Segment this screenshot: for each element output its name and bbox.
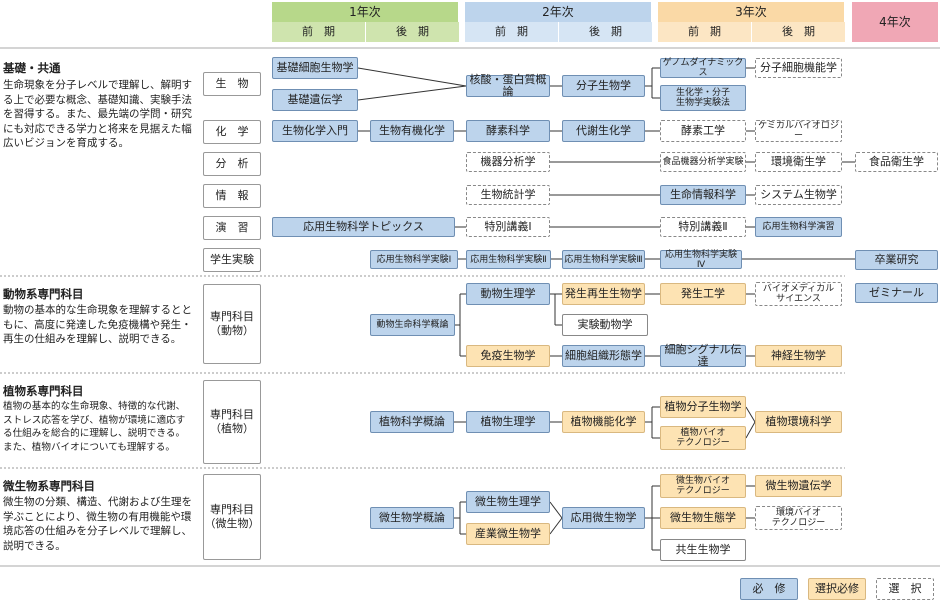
year3-second-half: 後 期 (751, 22, 845, 42)
course-box[interactable]: 食品衛生学 (855, 152, 938, 172)
course-box[interactable]: 応用生物科学トピックス (272, 217, 455, 237)
course-box[interactable]: 植物機能化学 (562, 411, 645, 433)
course-box[interactable]: 植物科学概論 (370, 411, 454, 433)
legend-elective-required: 選択必修 (808, 578, 866, 600)
course-box[interactable]: 共生生物学 (660, 539, 746, 561)
course-box[interactable]: 植物生理学 (466, 411, 550, 433)
course-box[interactable]: 微生物バイオ テクノロジー (660, 474, 746, 498)
course-box[interactable]: 環境衛生学 (755, 152, 842, 172)
category-biology: 生 物 (203, 72, 261, 96)
course-box[interactable]: 発生工学 (660, 283, 746, 305)
plant-section-desc: 植物の基本的な生命現象、特徴的な代謝、ストレス応答を学び、植物が環境に適応する仕… (3, 401, 186, 453)
course-box[interactable]: 分子生物学 (562, 75, 645, 97)
animal-section-title: 動物系専門科目 (3, 287, 84, 301)
category-animal: 専門科目 （動物） (203, 284, 261, 364)
legend-elective: 選 択 (876, 578, 934, 600)
course-box[interactable]: 植物分子生物学 (660, 396, 746, 418)
category-microbe: 専門科目 （微生物） (203, 474, 261, 560)
course-box[interactable]: バイオメディカル サイエンス (755, 282, 842, 306)
course-box[interactable]: ゼミナール (855, 283, 938, 303)
course-box[interactable]: 核酸・蛋白質概論 (466, 74, 550, 98)
year2-first-half: 前 期 (465, 22, 558, 42)
course-box[interactable]: 酵素工学 (660, 120, 746, 142)
course-box[interactable]: 特別講義Ⅰ (466, 217, 550, 237)
course-box[interactable]: 応用生物科学実験Ⅲ (562, 250, 645, 269)
course-box[interactable]: システム生物学 (755, 185, 842, 205)
plant-section-title: 植物系専門科目 (3, 384, 84, 398)
legend-required: 必 修 (740, 578, 798, 600)
course-box[interactable]: 応用微生物学 (562, 507, 645, 529)
course-box[interactable]: 免疫生物学 (466, 345, 550, 367)
course-box[interactable]: ケミカルバイオロジー (755, 120, 842, 142)
course-box[interactable]: 植物環境科学 (755, 411, 842, 433)
course-box[interactable]: 微生物生理学 (466, 491, 550, 513)
year2-second-half: 後 期 (558, 22, 652, 42)
course-box[interactable]: 動物生命科学概論 (370, 314, 455, 336)
year1-first-half: 前 期 (272, 22, 365, 42)
course-box[interactable]: 応用生物科学演習 (755, 217, 842, 237)
animal-section-desc: 動物の基本的な生命現象を理解するとともに、高度に発達した免疫機構や発生・再生の仕… (3, 304, 192, 345)
category-exercise: 演 習 (203, 216, 261, 240)
basic-section-desc: 生命現象を分子レベルで理解し、解明する上で必要な概念、基礎知識、実験手法を習得す… (3, 79, 192, 149)
course-box[interactable]: 特別講義Ⅱ (660, 217, 746, 237)
course-box[interactable]: 発生再生生物学 (562, 283, 645, 305)
year4-header: 4年次 (852, 2, 938, 42)
year2-header: 2年次 前 期 後 期 (465, 2, 652, 42)
microbe-section-desc: 微生物の分類、構造、代謝および生理を学ぶことにより、微生物の有用機能や環境応答の… (3, 496, 192, 552)
course-box[interactable]: 微生物学概論 (370, 507, 454, 529)
course-box[interactable]: 生物有機化学 (370, 120, 454, 142)
course-box[interactable]: 応用生物科学実験Ⅳ (660, 250, 742, 270)
course-box[interactable]: 基礎遺伝学 (272, 89, 358, 111)
course-box[interactable]: 機器分析学 (466, 152, 550, 172)
course-box[interactable]: 動物生理学 (466, 283, 550, 305)
course-box[interactable]: 細胞組織形態学 (562, 345, 645, 367)
course-box[interactable]: 植物バイオ テクノロジー (660, 426, 746, 450)
course-box[interactable]: 産業微生物学 (466, 523, 550, 545)
year2-label: 2年次 (542, 5, 574, 19)
year3-label: 3年次 (735, 5, 767, 19)
course-box[interactable]: 分子細胞機能学 (755, 58, 842, 78)
course-box[interactable]: 神経生物学 (755, 345, 842, 367)
category-info: 情 報 (203, 184, 261, 208)
course-box[interactable]: 応用生物科学実験Ⅱ (466, 250, 551, 269)
course-box[interactable]: 細胞シグナル伝達 (660, 344, 746, 368)
course-box[interactable]: ゲノムダイナミックス (660, 58, 746, 78)
course-box[interactable]: 基礎細胞生物学 (272, 57, 358, 79)
year1-header: 1年次 前 期 後 期 (272, 2, 459, 42)
course-box[interactable]: 生物統計学 (466, 185, 550, 205)
course-box[interactable]: 環境バイオ テクノロジー (755, 506, 842, 530)
course-box[interactable]: 微生物生態学 (660, 507, 746, 529)
category-analysis: 分 析 (203, 152, 261, 176)
year1-second-half: 後 期 (365, 22, 459, 42)
year1-label: 1年次 (349, 5, 381, 19)
year4-label: 4年次 (879, 15, 911, 29)
course-box[interactable]: 卒業研究 (855, 250, 938, 270)
course-box[interactable]: 代謝生化学 (562, 120, 645, 142)
year3-first-half: 前 期 (658, 22, 751, 42)
course-box[interactable]: 微生物遺伝学 (755, 475, 842, 497)
category-experiment: 学生実験 (203, 248, 261, 272)
year3-header: 3年次 前 期 後 期 (658, 2, 845, 42)
course-box[interactable]: 生命情報科学 (660, 185, 746, 205)
course-box[interactable]: 応用生物科学実験Ⅰ (370, 250, 458, 269)
category-chemistry: 化 学 (203, 120, 261, 144)
microbe-section-title: 微生物系専門科目 (3, 479, 95, 493)
course-box[interactable]: 生化学・分子 生物学実験法 (660, 85, 746, 111)
course-box[interactable]: 酵素科学 (466, 120, 550, 142)
basic-section-title: 基礎・共通 (3, 61, 61, 75)
course-box[interactable]: 実験動物学 (562, 314, 648, 336)
course-box[interactable]: 食品機器分析学実験 (660, 152, 746, 172)
course-box[interactable]: 生物化学入門 (272, 120, 358, 142)
category-plant: 専門科目 （植物） (203, 380, 261, 464)
